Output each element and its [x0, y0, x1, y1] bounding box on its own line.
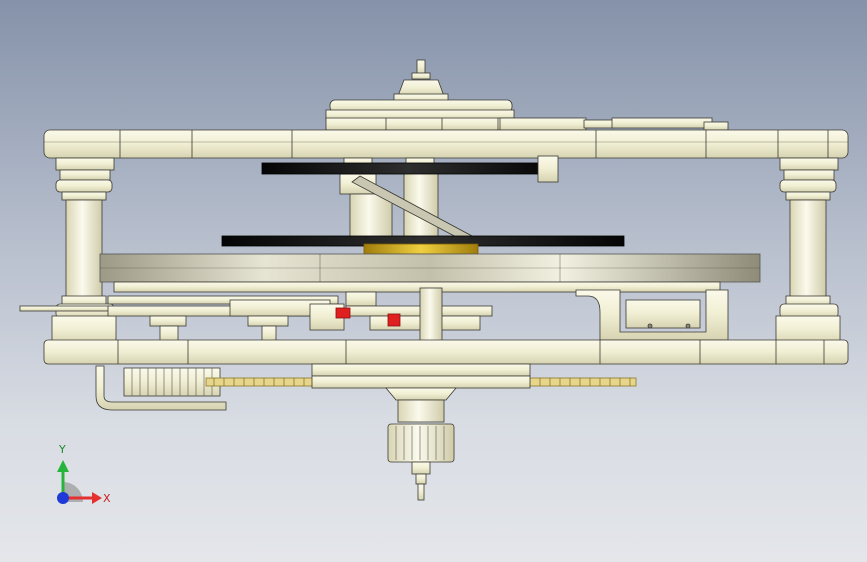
- bottom-pinion[interactable]: [387, 423, 455, 501]
- main-wheel[interactable]: [99, 253, 761, 293]
- bottom-barrel[interactable]: [205, 363, 637, 423]
- lower-train[interactable]: [19, 287, 493, 343]
- bottom-bridge[interactable]: [43, 339, 849, 365]
- left-pillar[interactable]: [51, 157, 117, 345]
- coordinate-triad-icon: Y X: [57, 443, 111, 505]
- right-bracket[interactable]: [575, 289, 729, 341]
- z-axis-dot: [57, 492, 69, 504]
- x-axis-arrowhead: [92, 492, 102, 504]
- x-axis-label: X: [103, 492, 111, 505]
- barrel-cap[interactable]: [325, 99, 515, 131]
- top-arbor[interactable]: [393, 59, 449, 103]
- y-axis-label: Y: [58, 443, 66, 456]
- y-axis-arrowhead: [57, 460, 69, 472]
- lower-black-disc[interactable]: [221, 235, 625, 255]
- top-bridge[interactable]: [43, 129, 849, 159]
- left-hook-bracket[interactable]: [95, 365, 227, 411]
- top-plate-hardware[interactable]: [499, 117, 729, 131]
- upper-black-disc[interactable]: [261, 155, 559, 241]
- right-pillar[interactable]: [775, 157, 841, 345]
